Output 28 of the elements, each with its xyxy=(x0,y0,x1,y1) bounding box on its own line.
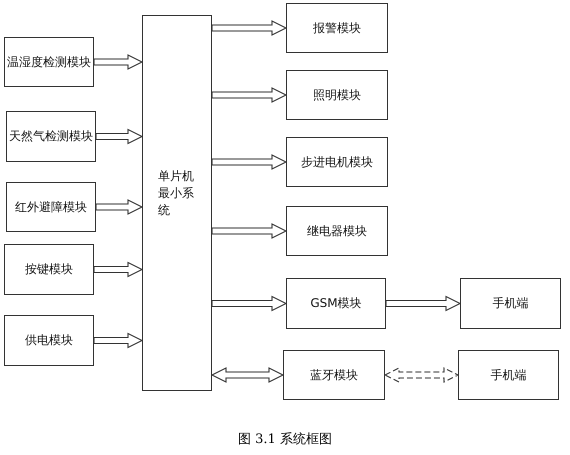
module-box: 温湿度检测模块 xyxy=(4,37,94,87)
module-box: 照明模块 xyxy=(286,70,388,120)
module-box: 天然气检测模块 xyxy=(6,111,96,162)
arrow xyxy=(211,296,288,312)
arrow xyxy=(211,20,288,36)
module-box: 红外避障模块 xyxy=(6,182,96,232)
arrow xyxy=(95,199,144,215)
controller-box: 单片机最小系统 xyxy=(142,15,212,391)
module-box: 供电模块 xyxy=(4,315,94,366)
arrow xyxy=(93,262,144,278)
module-box: GSM模块 xyxy=(286,278,386,329)
arrow xyxy=(93,54,144,70)
arrow xyxy=(211,223,288,239)
arrow xyxy=(211,154,288,170)
module-box: 手机端 xyxy=(460,278,561,329)
arrow xyxy=(210,367,284,383)
caption: 图 3.1 系统框图 xyxy=(238,432,332,447)
arrow xyxy=(385,296,462,312)
module-box: 继电器模块 xyxy=(286,206,388,256)
module-box: 手机端 xyxy=(458,350,559,400)
arrow xyxy=(95,128,144,144)
module-box: 报警模块 xyxy=(286,3,388,53)
module-box: 按键模块 xyxy=(4,244,94,295)
module-box: 步进电机模块 xyxy=(286,137,388,187)
module-box: 蓝牙模块 xyxy=(283,350,385,400)
arrow xyxy=(211,87,288,103)
arrow xyxy=(93,332,144,348)
arrow xyxy=(384,367,460,383)
